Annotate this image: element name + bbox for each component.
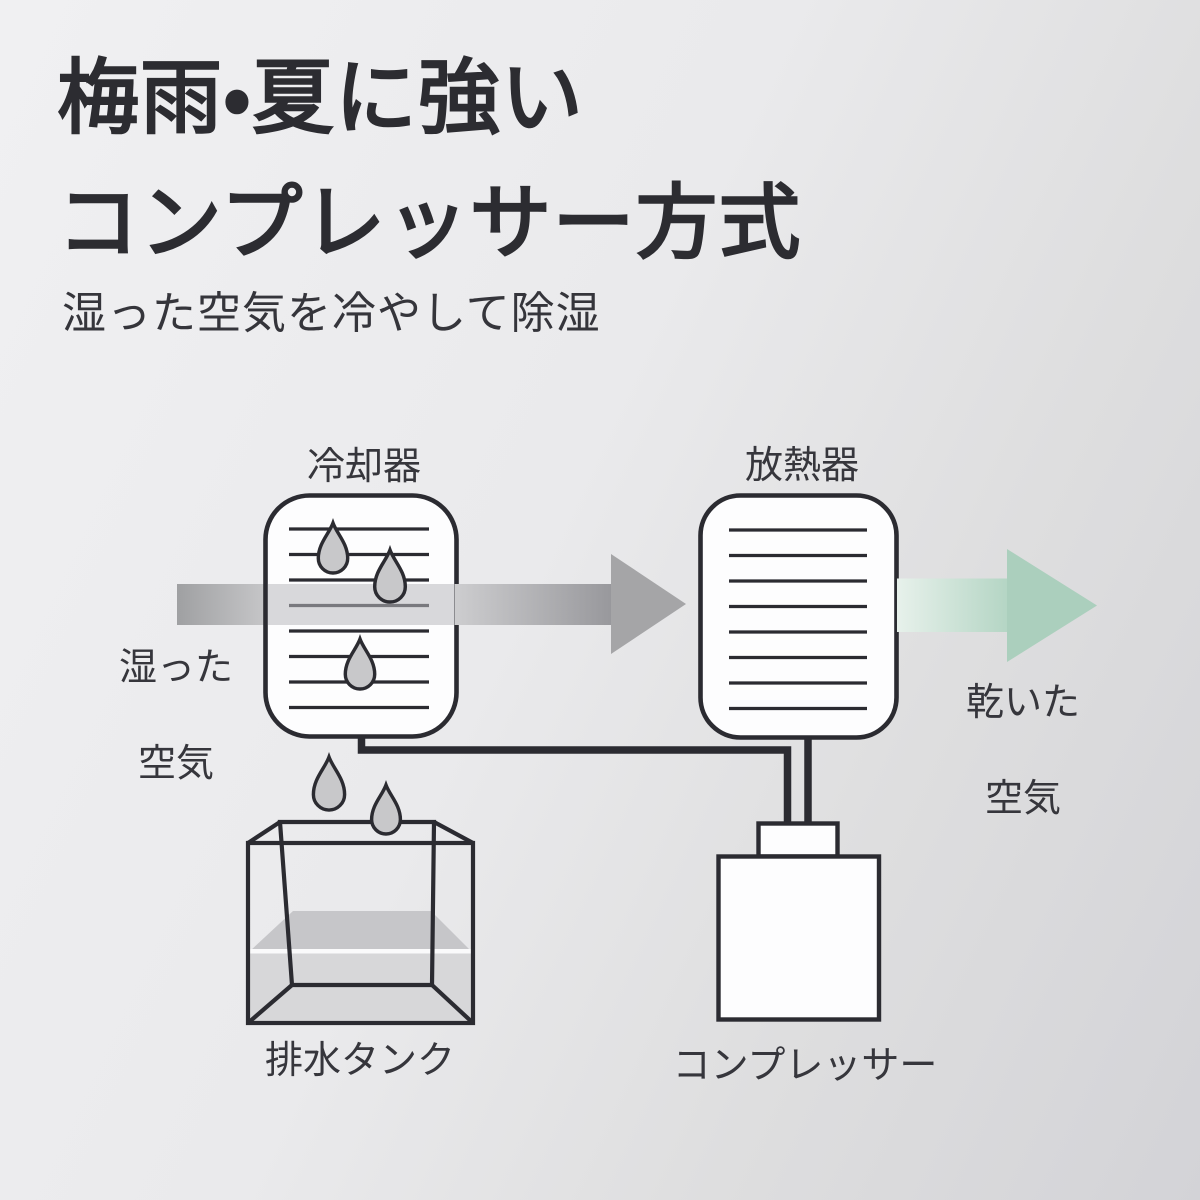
moist-air-label-line1: 湿った xyxy=(118,647,234,689)
page-subtitle: 湿った空気を冷やして除湿 xyxy=(62,289,601,338)
moist-air-arrow-body-through-cooler xyxy=(268,584,455,625)
tank-front-face xyxy=(245,840,476,1026)
moist-air-arrow-body-right xyxy=(455,584,615,625)
page-title-line2: コンプレッサー方式 xyxy=(57,178,802,269)
moist-air-arrowhead xyxy=(611,554,686,654)
pipe-cooler-to-compressor xyxy=(357,735,792,823)
dry-air-label-line2: 空気 xyxy=(984,778,1062,820)
radiator-box xyxy=(698,493,899,740)
tank-edge-top-left xyxy=(246,820,282,845)
compressor-cap xyxy=(756,821,840,859)
tank-edge-bottom-right xyxy=(430,983,475,1025)
cooler-label: 冷却器 xyxy=(306,446,422,488)
moist-air-label-line2: 空気 xyxy=(137,743,215,785)
dry-air-arrowhead xyxy=(1007,549,1097,662)
tank-water-surface xyxy=(250,911,471,951)
moist-air-arrow-body-left xyxy=(177,584,268,625)
radiator-label: 放熱器 xyxy=(744,445,860,487)
water-drop-icon xyxy=(311,755,347,812)
drain-tank-label: 排水タンク xyxy=(264,1040,456,1082)
tank-edge-top-right xyxy=(433,820,474,845)
compressor-label: コンプレッサー xyxy=(672,1045,938,1087)
page-title-line1: 梅雨・夏に強い xyxy=(57,53,584,144)
tank-edge-bottom-left xyxy=(246,983,294,1025)
tank-waterline xyxy=(250,949,471,954)
dry-air-label: 乾いた 空気 xyxy=(966,679,1080,823)
tank-water-body xyxy=(250,953,471,1022)
compressor-body xyxy=(716,854,882,1022)
water-drop-icon xyxy=(369,783,403,836)
radiator-fin-lines xyxy=(729,528,867,711)
moist-air-label: 湿った 空気 xyxy=(119,644,233,788)
dry-air-arrow-body xyxy=(897,578,1009,632)
dry-air-label-line1: 乾いた xyxy=(965,682,1081,724)
